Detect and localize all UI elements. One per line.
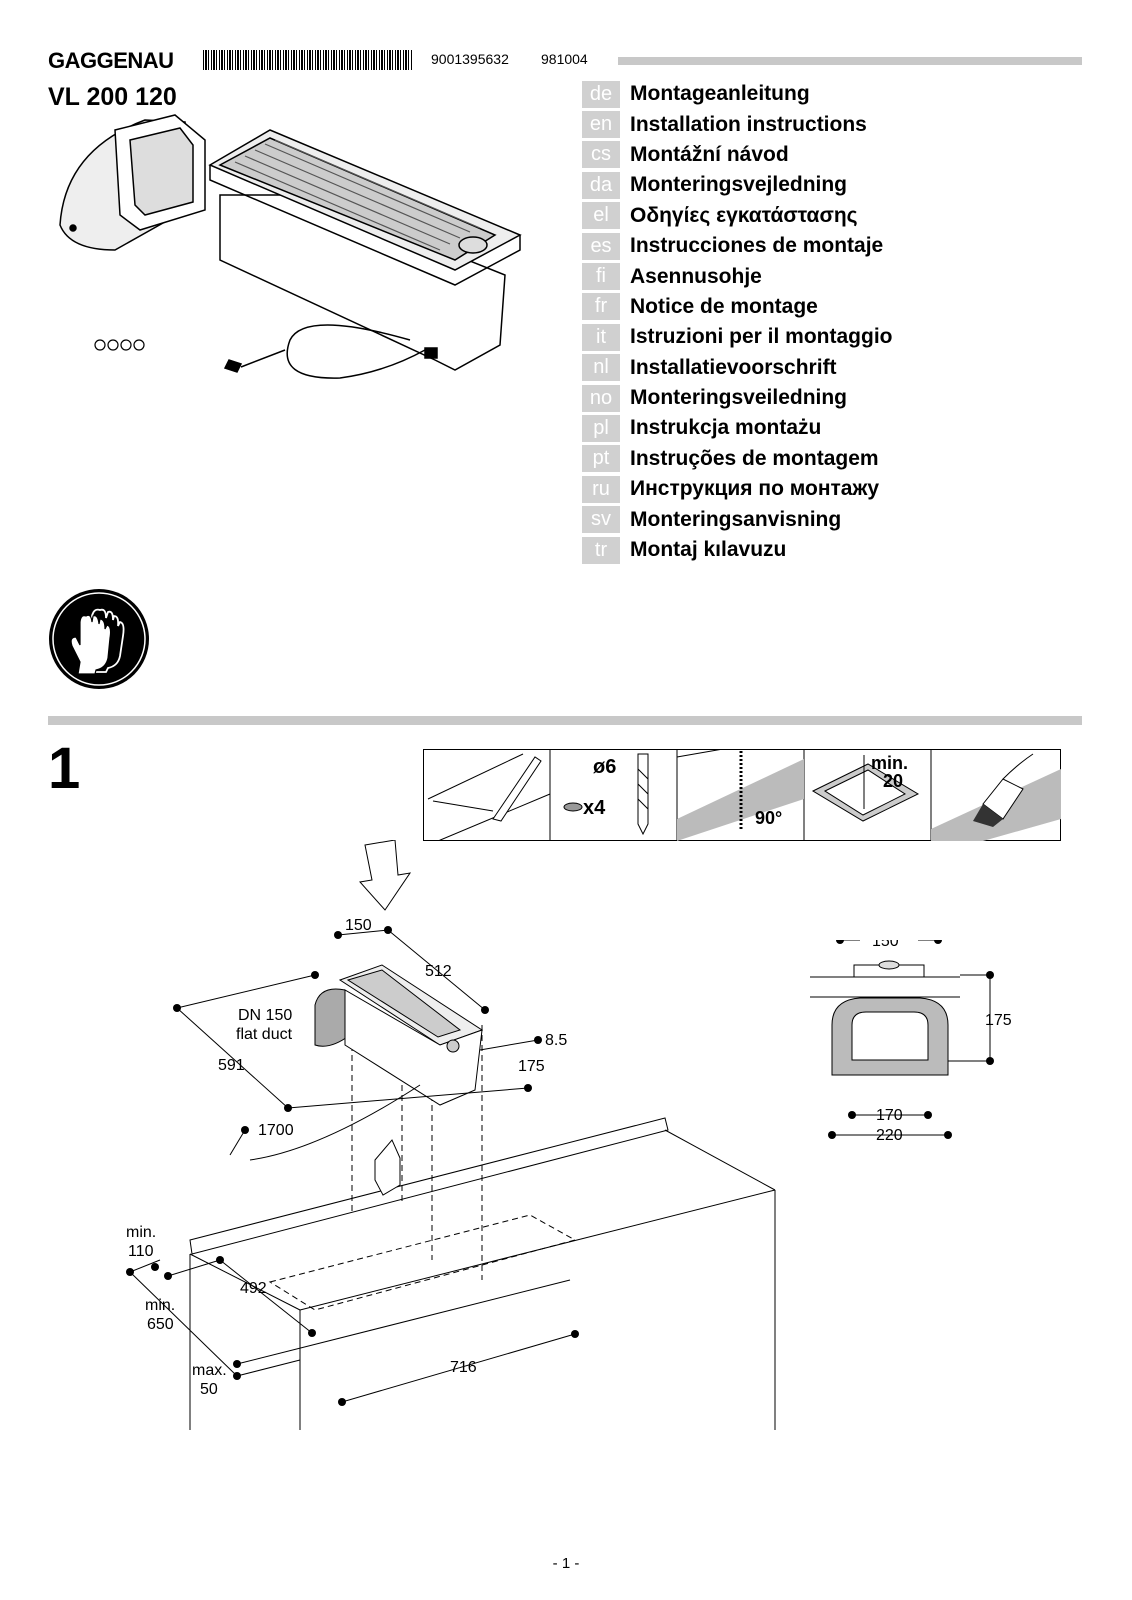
section-top-width: 150	[872, 940, 899, 950]
dim-175: 175	[518, 1058, 545, 1075]
angle-label: 90°	[755, 808, 782, 828]
list-item: no Monteringsveiledning	[582, 383, 893, 413]
language-title: Installatievoorschrift	[630, 355, 837, 379]
list-item: pl Instrukcja montażu	[582, 413, 893, 443]
list-item: tr Montaj kılavuzu	[582, 535, 893, 565]
date-code: 981004	[541, 51, 588, 67]
cross-section-diagram: 150 175 170 220	[810, 940, 1012, 1144]
language-code: fr	[582, 293, 620, 321]
page-number: - 1 -	[552, 1555, 580, 1572]
language-title: Instrukcja montażu	[630, 416, 822, 440]
tools-strip: ø6 x4 90° min. 20	[423, 749, 1061, 841]
installation-diagram: 150 512 DN 150 flat duct 591 8.5 175 170…	[126, 840, 776, 1430]
language-code: pl	[582, 414, 620, 442]
duct-adapter	[59, 114, 206, 251]
dim-512: 512	[425, 963, 452, 980]
ventilation-unit	[208, 129, 522, 379]
language-title: Installation instructions	[630, 112, 867, 136]
language-title: Monteringsanvisning	[630, 507, 842, 531]
dim-min650: 650	[147, 1316, 174, 1333]
language-title: Montaj kılavuzu	[630, 538, 787, 562]
list-item: ru Инструкция по монтажу	[582, 474, 893, 504]
dim-min-label-650: min.	[145, 1297, 175, 1314]
language-title: Οδηγίες εγκατάστασης	[630, 203, 858, 227]
dim-1700: 1700	[258, 1122, 294, 1139]
dim-min-label-110: min.	[126, 1224, 156, 1241]
min-value: 20	[883, 771, 903, 791]
language-title: Инструкция по монтажу	[630, 477, 880, 501]
screws-icon	[94, 339, 145, 351]
language-title: Montážní návod	[630, 142, 789, 166]
language-code: pt	[582, 445, 620, 473]
language-title: Monteringsvejledning	[630, 173, 848, 197]
dim-716: 716	[450, 1359, 477, 1376]
language-code: nl	[582, 354, 620, 382]
list-item: fi Asennusohje	[582, 261, 893, 291]
language-list: de Montageanleitung en Installation instru…	[582, 79, 893, 565]
barcode	[203, 50, 413, 70]
language-code: ru	[582, 475, 620, 503]
language-title: Montageanleitung	[630, 82, 810, 106]
list-item: en Installation instructions	[582, 109, 893, 139]
list-item: es Instrucciones de montaje	[582, 231, 893, 261]
language-code: de	[582, 80, 620, 108]
dim-min110: 110	[128, 1243, 154, 1260]
gloves-icon	[49, 589, 149, 689]
brand-logo: GAGGENAU	[48, 48, 174, 73]
list-item: de Montageanleitung	[582, 79, 893, 109]
dim-8-5: 8.5	[545, 1032, 567, 1049]
model-number: VL 200 120	[48, 83, 177, 111]
list-item: da Monteringsvejledning	[582, 170, 893, 200]
section-height: 175	[985, 1012, 1012, 1029]
language-code: tr	[582, 536, 620, 564]
drill-icon: ø6 x4	[563, 753, 649, 836]
language-title: Asennusohje	[630, 264, 762, 288]
list-item: cs Montážní návod	[582, 140, 893, 170]
section-outer-width: 220	[876, 1127, 903, 1144]
language-code: cs	[582, 141, 620, 169]
drill-count: x4	[583, 797, 606, 819]
section-inner-width: 170	[876, 1107, 903, 1124]
section-rule	[48, 716, 1082, 725]
language-title: Instrucciones de montaje	[630, 234, 884, 258]
dim-591: 591	[218, 1057, 245, 1074]
dim-max50: 50	[200, 1381, 218, 1398]
language-code: fi	[582, 263, 620, 291]
saw-icon: 90°	[676, 749, 804, 841]
language-title: Instruções de montagem	[630, 446, 879, 470]
document-number: 9001395632	[431, 51, 509, 67]
step-number: 1	[48, 736, 81, 801]
dim-492: 492	[240, 1280, 267, 1297]
product-illustration	[59, 114, 522, 379]
list-item: pt Instruções de montagem	[582, 444, 893, 474]
language-title: Monteringsveiledning	[630, 386, 848, 410]
language-code: da	[582, 171, 620, 199]
list-item: fr Notice de montage	[582, 292, 893, 322]
language-code: en	[582, 111, 620, 139]
duct-label-line2: flat duct	[236, 1026, 293, 1043]
list-item: it Istruzioni per il montaggio	[582, 322, 893, 352]
brush-icon	[931, 753, 1061, 841]
list-item: el Οδηγίες εγκατάστασης	[582, 201, 893, 231]
dim-150: 150	[345, 917, 372, 934]
language-title: Istruzioni per il montaggio	[630, 325, 893, 349]
language-title: Notice de montage	[630, 294, 818, 318]
list-item: sv Monteringsanvisning	[582, 504, 893, 534]
language-code: sv	[582, 506, 620, 534]
duct-label-line1: DN 150	[238, 1007, 292, 1024]
list-item: nl Installatievoorschrift	[582, 353, 893, 383]
cutout-icon: min. 20	[811, 753, 920, 822]
language-code: es	[582, 232, 620, 260]
drill-diameter: ø6	[593, 756, 616, 778]
header-rule	[618, 57, 1082, 65]
pencil-icon	[427, 753, 551, 841]
language-code: it	[582, 323, 620, 351]
language-code: el	[582, 202, 620, 230]
dim-max-label: max.	[192, 1362, 227, 1379]
min-label: min.	[871, 753, 908, 773]
language-code: no	[582, 384, 620, 412]
